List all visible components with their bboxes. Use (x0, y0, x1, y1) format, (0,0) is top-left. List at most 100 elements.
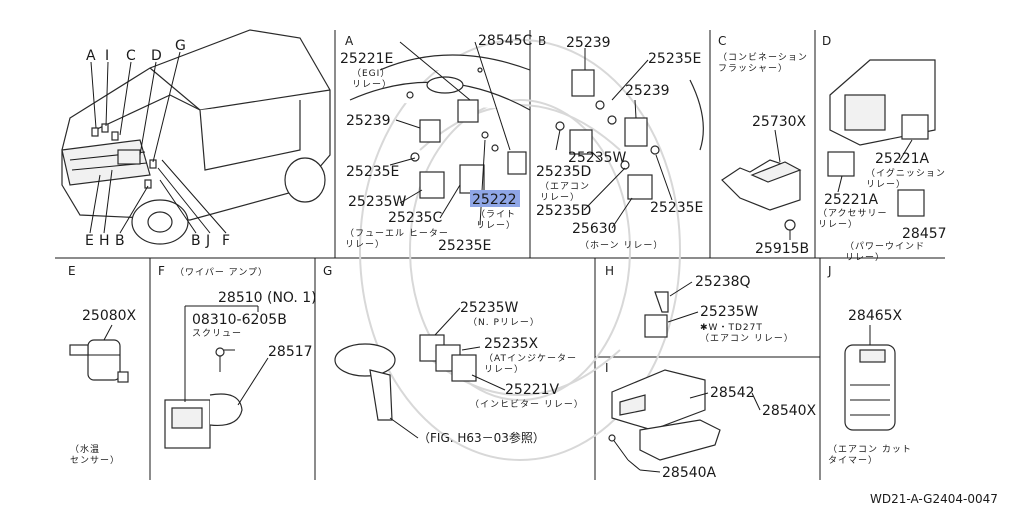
a-caption-line: （フューエル ヒーター (345, 228, 449, 239)
section-i-letter: I (605, 361, 609, 375)
section-a-caption: （フューエル ヒーターリレー） (345, 228, 449, 250)
g-note-2-line: （インヒビター リレー） (470, 399, 584, 410)
overview-callouts: A I C D G E H B B J F (85, 38, 230, 249)
b-note-3-line: リレー） (540, 192, 580, 203)
part-g-25235w-note: （N. Pリレー） (468, 317, 540, 328)
callout-h: H (99, 233, 110, 249)
a-note-6-line: リレー） (476, 220, 516, 231)
section-a-letter: A (345, 34, 354, 48)
part-b-25235d-bottom: 25235D (536, 203, 591, 219)
h-note-1-line: ✱W・TD27T (700, 323, 763, 333)
e-caption-line: （水温 (70, 443, 100, 455)
part-i-28542: 28542 (710, 385, 755, 401)
highlight-25222 (470, 190, 520, 207)
section-a: A (345, 34, 531, 226)
part-g-25221v: 25221V (505, 382, 560, 398)
panel-grid (55, 30, 945, 480)
callout-c: C (126, 48, 136, 64)
part-b-25235e-top: 25235E (648, 51, 701, 67)
part-b-25630: 25630 (572, 221, 617, 237)
callout-j: J (205, 233, 210, 249)
section-d-letter: D (822, 34, 831, 48)
part-h-25238q: 25238Q (695, 274, 751, 290)
part-b-25239-mid: 25239 (625, 83, 670, 99)
section-d: D (822, 34, 936, 217)
g-note-1-line: リレー） (484, 364, 524, 375)
d-note-1-line: リレー） (818, 219, 858, 230)
part-g-25235x-note: （ATインジケーターリレー） (484, 353, 577, 375)
section-g: G (323, 264, 506, 439)
section-h-letter: H (605, 264, 614, 278)
part-i-28540a: 28540A (662, 465, 717, 481)
section-f-title: （ワイパー アンプ） (175, 267, 268, 278)
d-note-0-line: リレー） (866, 179, 906, 190)
d-note-1-line: （アクセサリー (818, 208, 888, 219)
part-g-25235w: 25235W (460, 300, 519, 316)
vehicle-overview (61, 29, 331, 245)
part-a-25235w: 25235W (348, 194, 407, 210)
section-e-letter: E (68, 264, 76, 278)
callout-i: I (105, 48, 109, 64)
section-b-letter: B (538, 34, 546, 48)
section-i: I (605, 361, 761, 473)
b-note-3-line: （エアコン (540, 181, 590, 192)
part-e-25080x: 25080X (82, 308, 137, 324)
part-a-25221e: 25221E (340, 51, 393, 67)
j-caption-line: タイマー） (828, 455, 878, 466)
part-a-28545c: 28545C (478, 33, 533, 49)
callout-e: E (85, 233, 94, 249)
section-g-ref: （FIG. H63－03参照） (418, 430, 545, 445)
f-title-line: （ワイパー アンプ） (175, 267, 268, 278)
g-note-1-line: （ATインジケーター (484, 353, 577, 364)
part-a-25239: 25239 (346, 113, 391, 129)
section-e: E (68, 264, 129, 383)
part-a-25221e-note: （EGI）リレー） (352, 68, 392, 90)
section-e-caption: （水温センサー） (70, 443, 120, 466)
b-caption-line: （ホーン リレー） (580, 240, 663, 251)
part-a-25222-note: （ライトリレー） (476, 209, 516, 231)
part-i-28540x: 28540X (762, 403, 817, 419)
part-d-25221a-ign: 25221A (875, 151, 930, 167)
a-note-1-line: （EGI） (352, 68, 390, 79)
section-h: H (605, 264, 699, 338)
f-note-1-line: スクリュー (192, 328, 242, 339)
g-note-0-line: （N. Pリレー） (468, 317, 540, 328)
part-c-25915b: 25915B (755, 241, 809, 257)
c-title-line: フラッシャー） (718, 63, 788, 74)
d-note-2-line: （パワーウインド (845, 241, 925, 252)
d-note-2-line: リレー） (845, 252, 885, 263)
part-j-28465x: 28465X (848, 308, 903, 324)
part-b-25235d-top: 25235D (536, 164, 591, 180)
section-f-letter: F (158, 264, 165, 278)
section-c: C (718, 34, 802, 240)
e-caption-line: センサー） (70, 455, 120, 466)
part-f-08310-6205b-note: スクリュー (192, 328, 242, 339)
part-d-28457-note: （パワーウインドリレー） (845, 241, 925, 263)
a-note-1-line: リレー） (352, 79, 392, 90)
part-a-25235e-bottom: 25235E (438, 238, 491, 254)
part-h-25235w-note: ✱W・TD27T（エアコン リレー） (700, 323, 794, 344)
part-a-25235c: 25235C (388, 210, 443, 226)
part-f-28510: 28510 (NO. 1) (218, 290, 317, 306)
callout-a: A (86, 48, 96, 64)
c-title-line: （コンビネーション (718, 52, 808, 63)
callout-g: G (175, 38, 186, 54)
part-a-25235e-top: 25235E (346, 164, 399, 180)
a-caption-line: リレー） (345, 239, 385, 250)
part-b-25235d-note: （エアコンリレー） (540, 181, 590, 203)
part-b-25239-top: 25239 (566, 35, 611, 51)
part-a-25222[interactable]: 25222 (472, 192, 517, 208)
section-j-letter: J (827, 264, 832, 278)
part-f-28517: 28517 (268, 344, 313, 360)
part-b-25235w: 25235W (568, 150, 627, 166)
callout-b-left: B (115, 233, 125, 249)
d-note-0-line: （イグニッション (866, 167, 946, 179)
a-note-6-line: （ライト (476, 209, 516, 220)
overview-leaders (89, 51, 227, 234)
diagram-code: WD21-A-G2404-0047 (870, 492, 998, 506)
part-f-08310-6205b: 08310-6205B (192, 312, 287, 328)
callout-d: D (151, 48, 162, 64)
section-c-letter: C (718, 34, 726, 48)
callout-b-right: B (191, 233, 201, 249)
